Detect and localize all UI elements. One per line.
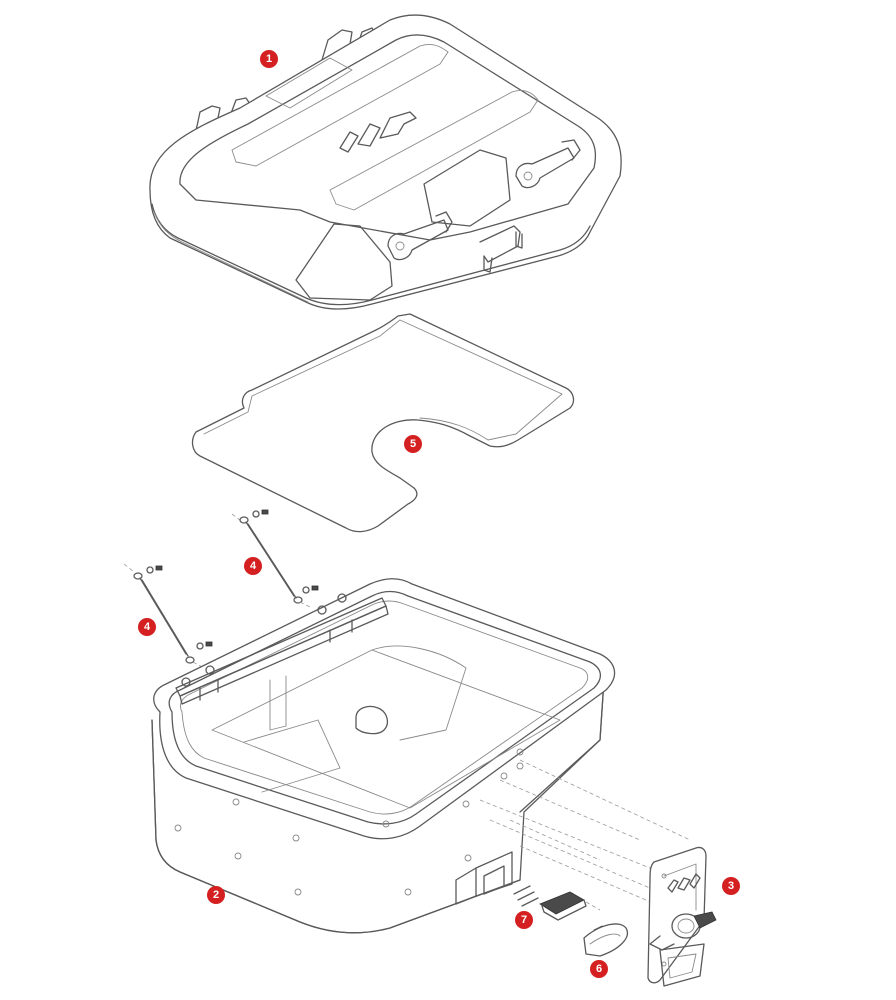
svg-text:7: 7: [521, 914, 527, 926]
callout-7: 7: [515, 911, 533, 929]
svg-text:2: 2: [213, 889, 219, 901]
lock-cover: [583, 923, 628, 957]
callout-1: 1: [260, 50, 278, 68]
case-hinge-rail: [175, 593, 389, 705]
retaining-cable-right: [231, 509, 319, 609]
callout-4-left: 4: [138, 618, 156, 636]
svg-text:6: 6: [596, 963, 602, 975]
lid-brand-logo: [339, 111, 417, 153]
svg-text:4: 4: [250, 560, 257, 572]
lid-hinge-bracket: [479, 225, 523, 273]
lock-plate-brand-logo: [667, 873, 701, 893]
callout-2: 2: [207, 886, 225, 904]
lid: [149, 14, 622, 310]
inner-mat: [191, 313, 575, 533]
body-rivets: [174, 748, 524, 896]
svg-text:1: 1: [266, 53, 272, 65]
case-body: [151, 578, 616, 934]
svg-text:4: 4: [144, 621, 151, 633]
callout-5: 5: [404, 435, 422, 453]
retaining-cable-left: [123, 563, 213, 669]
callout-4-right: 4: [244, 557, 262, 575]
assembly-guides: [479, 759, 691, 907]
lock-insert: [513, 885, 601, 921]
svg-text:5: 5: [410, 438, 416, 450]
key-lock: [649, 911, 717, 951]
callout-6: 6: [590, 960, 608, 978]
right-latch: [515, 139, 581, 189]
svg-text:3: 3: [728, 880, 734, 892]
lock-plate: [647, 846, 717, 987]
left-latch: [387, 211, 453, 261]
callout-3: 3: [722, 877, 740, 895]
